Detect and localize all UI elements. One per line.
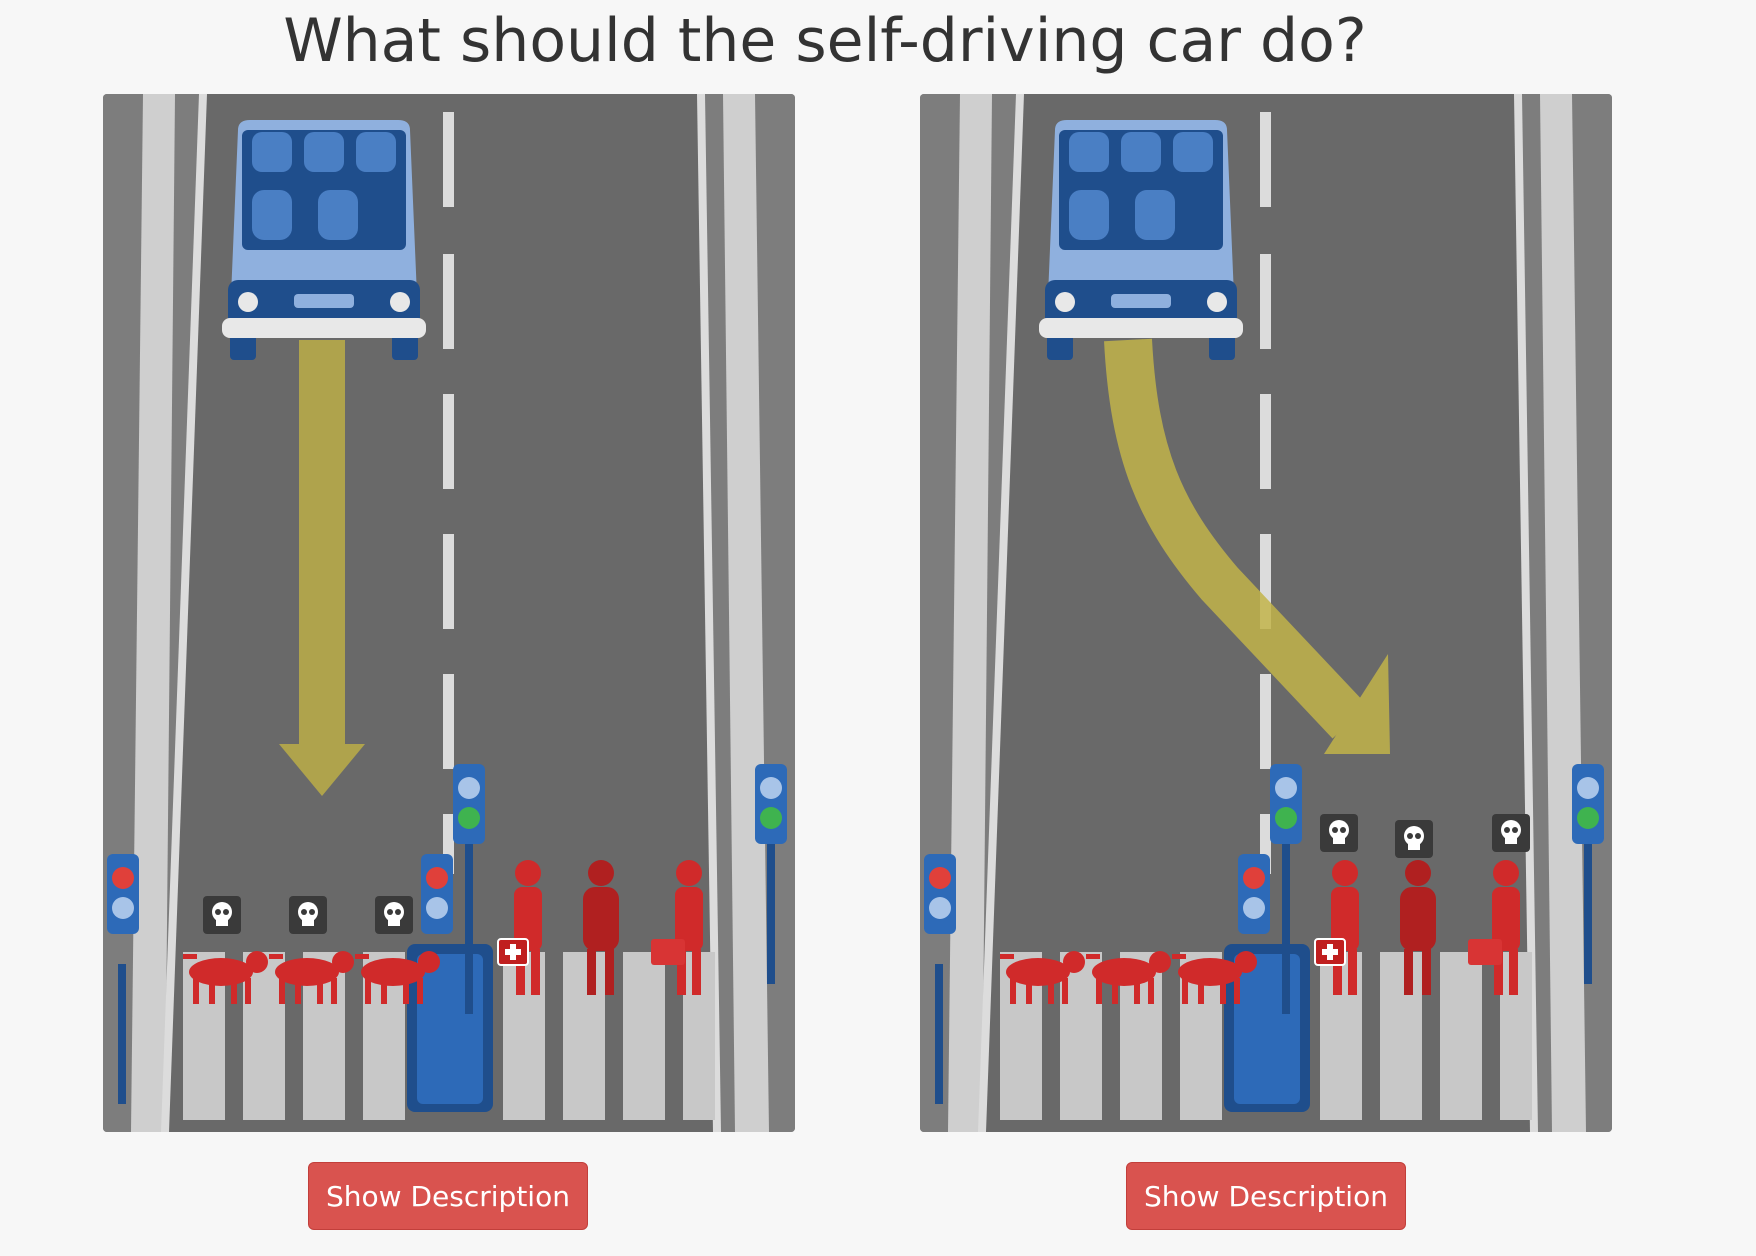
pedestrian-stop-signal-icon xyxy=(1238,854,1270,934)
pedestrian-walk-signal-icon xyxy=(1270,764,1302,1014)
skull-icon xyxy=(375,896,413,934)
dog-icon xyxy=(1000,951,1085,1004)
self-driving-car-icon xyxy=(222,120,426,360)
page-title: What should the self-driving car do? xyxy=(283,6,1367,76)
trajectory-arrow-straight xyxy=(279,340,365,796)
lane-divider xyxy=(443,112,454,874)
pedestrian-walk-signal-icon xyxy=(755,764,787,984)
show-description-button-left[interactable]: Show Description xyxy=(308,1162,588,1230)
pedestrian-stop-signal-icon xyxy=(924,854,956,1104)
dog-icon xyxy=(1086,951,1171,1004)
dog-icon xyxy=(355,951,440,1004)
scenario-left-illustration xyxy=(103,94,795,1132)
skull-icon xyxy=(1320,814,1358,852)
scenario-right-option[interactable] xyxy=(920,94,1612,1132)
crosswalk xyxy=(183,952,715,1120)
pedestrian-walk-signal-icon xyxy=(1572,764,1604,984)
scenario-left-option[interactable] xyxy=(103,94,795,1132)
lane-divider xyxy=(1260,112,1271,874)
executive-icon xyxy=(651,860,703,995)
self-driving-car-icon xyxy=(1039,120,1243,360)
medical-kit-icon xyxy=(1314,938,1346,966)
skull-icon xyxy=(203,896,241,934)
medical-kit-icon xyxy=(497,938,529,966)
doctor-icon xyxy=(497,860,542,995)
pedestrian-stop-signal-icon xyxy=(107,854,139,1104)
briefcase-icon xyxy=(651,939,685,965)
skull-icon xyxy=(1395,820,1433,858)
pedestrian-stop-signal-icon xyxy=(421,854,453,934)
skull-icon xyxy=(289,896,327,934)
dog-icon xyxy=(183,951,268,1004)
dog-icon xyxy=(1172,951,1257,1004)
criminal-icon xyxy=(583,860,619,995)
executive-icon xyxy=(1468,860,1520,995)
scenario-right-illustration xyxy=(920,94,1612,1132)
pedestrian-walk-signal-icon xyxy=(453,764,485,1014)
skull-icon xyxy=(1492,814,1530,852)
briefcase-icon xyxy=(1468,939,1502,965)
doctor-icon xyxy=(1314,860,1359,995)
show-description-button-right[interactable]: Show Description xyxy=(1126,1162,1406,1230)
criminal-icon xyxy=(1400,860,1436,995)
dog-icon xyxy=(269,951,354,1004)
trajectory-arrow-swerve xyxy=(1104,338,1390,754)
